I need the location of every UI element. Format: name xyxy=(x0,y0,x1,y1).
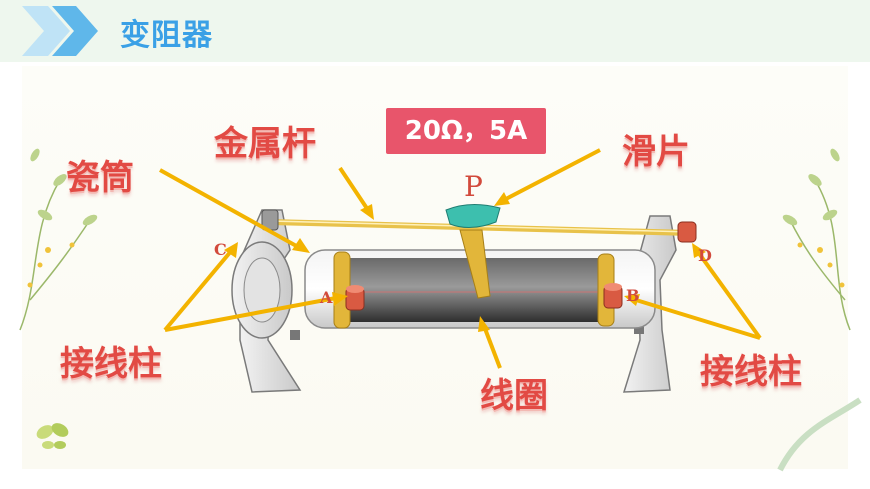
header-bar xyxy=(0,0,870,62)
metal-rod xyxy=(267,219,693,236)
label-ceramic-tube: 瓷筒 xyxy=(66,158,134,198)
page-title: 变阻器 xyxy=(120,18,213,53)
chevron-right-icon xyxy=(22,6,98,56)
label-coil: 线圈 xyxy=(480,376,548,416)
pointer-arrows xyxy=(159,148,762,369)
point-b-label: B xyxy=(626,286,640,305)
terminal-b xyxy=(603,283,623,309)
left-stand xyxy=(231,209,302,393)
label-terminal-left: 接线柱 xyxy=(60,344,162,384)
spec-badge: 20Ω，5A xyxy=(386,108,546,154)
point-p-label: P xyxy=(464,170,483,203)
label-slider: 滑片 xyxy=(622,132,690,172)
label-metal-rod: 金属杆 xyxy=(214,124,316,164)
label-terminal-right: 接线柱 xyxy=(700,352,802,392)
slider xyxy=(445,204,501,299)
point-d-label: D xyxy=(698,246,712,265)
point-c-label: C xyxy=(214,240,227,259)
butterfly-icon xyxy=(36,423,69,449)
terminal-a xyxy=(345,285,365,311)
point-a-label: A xyxy=(320,288,333,307)
